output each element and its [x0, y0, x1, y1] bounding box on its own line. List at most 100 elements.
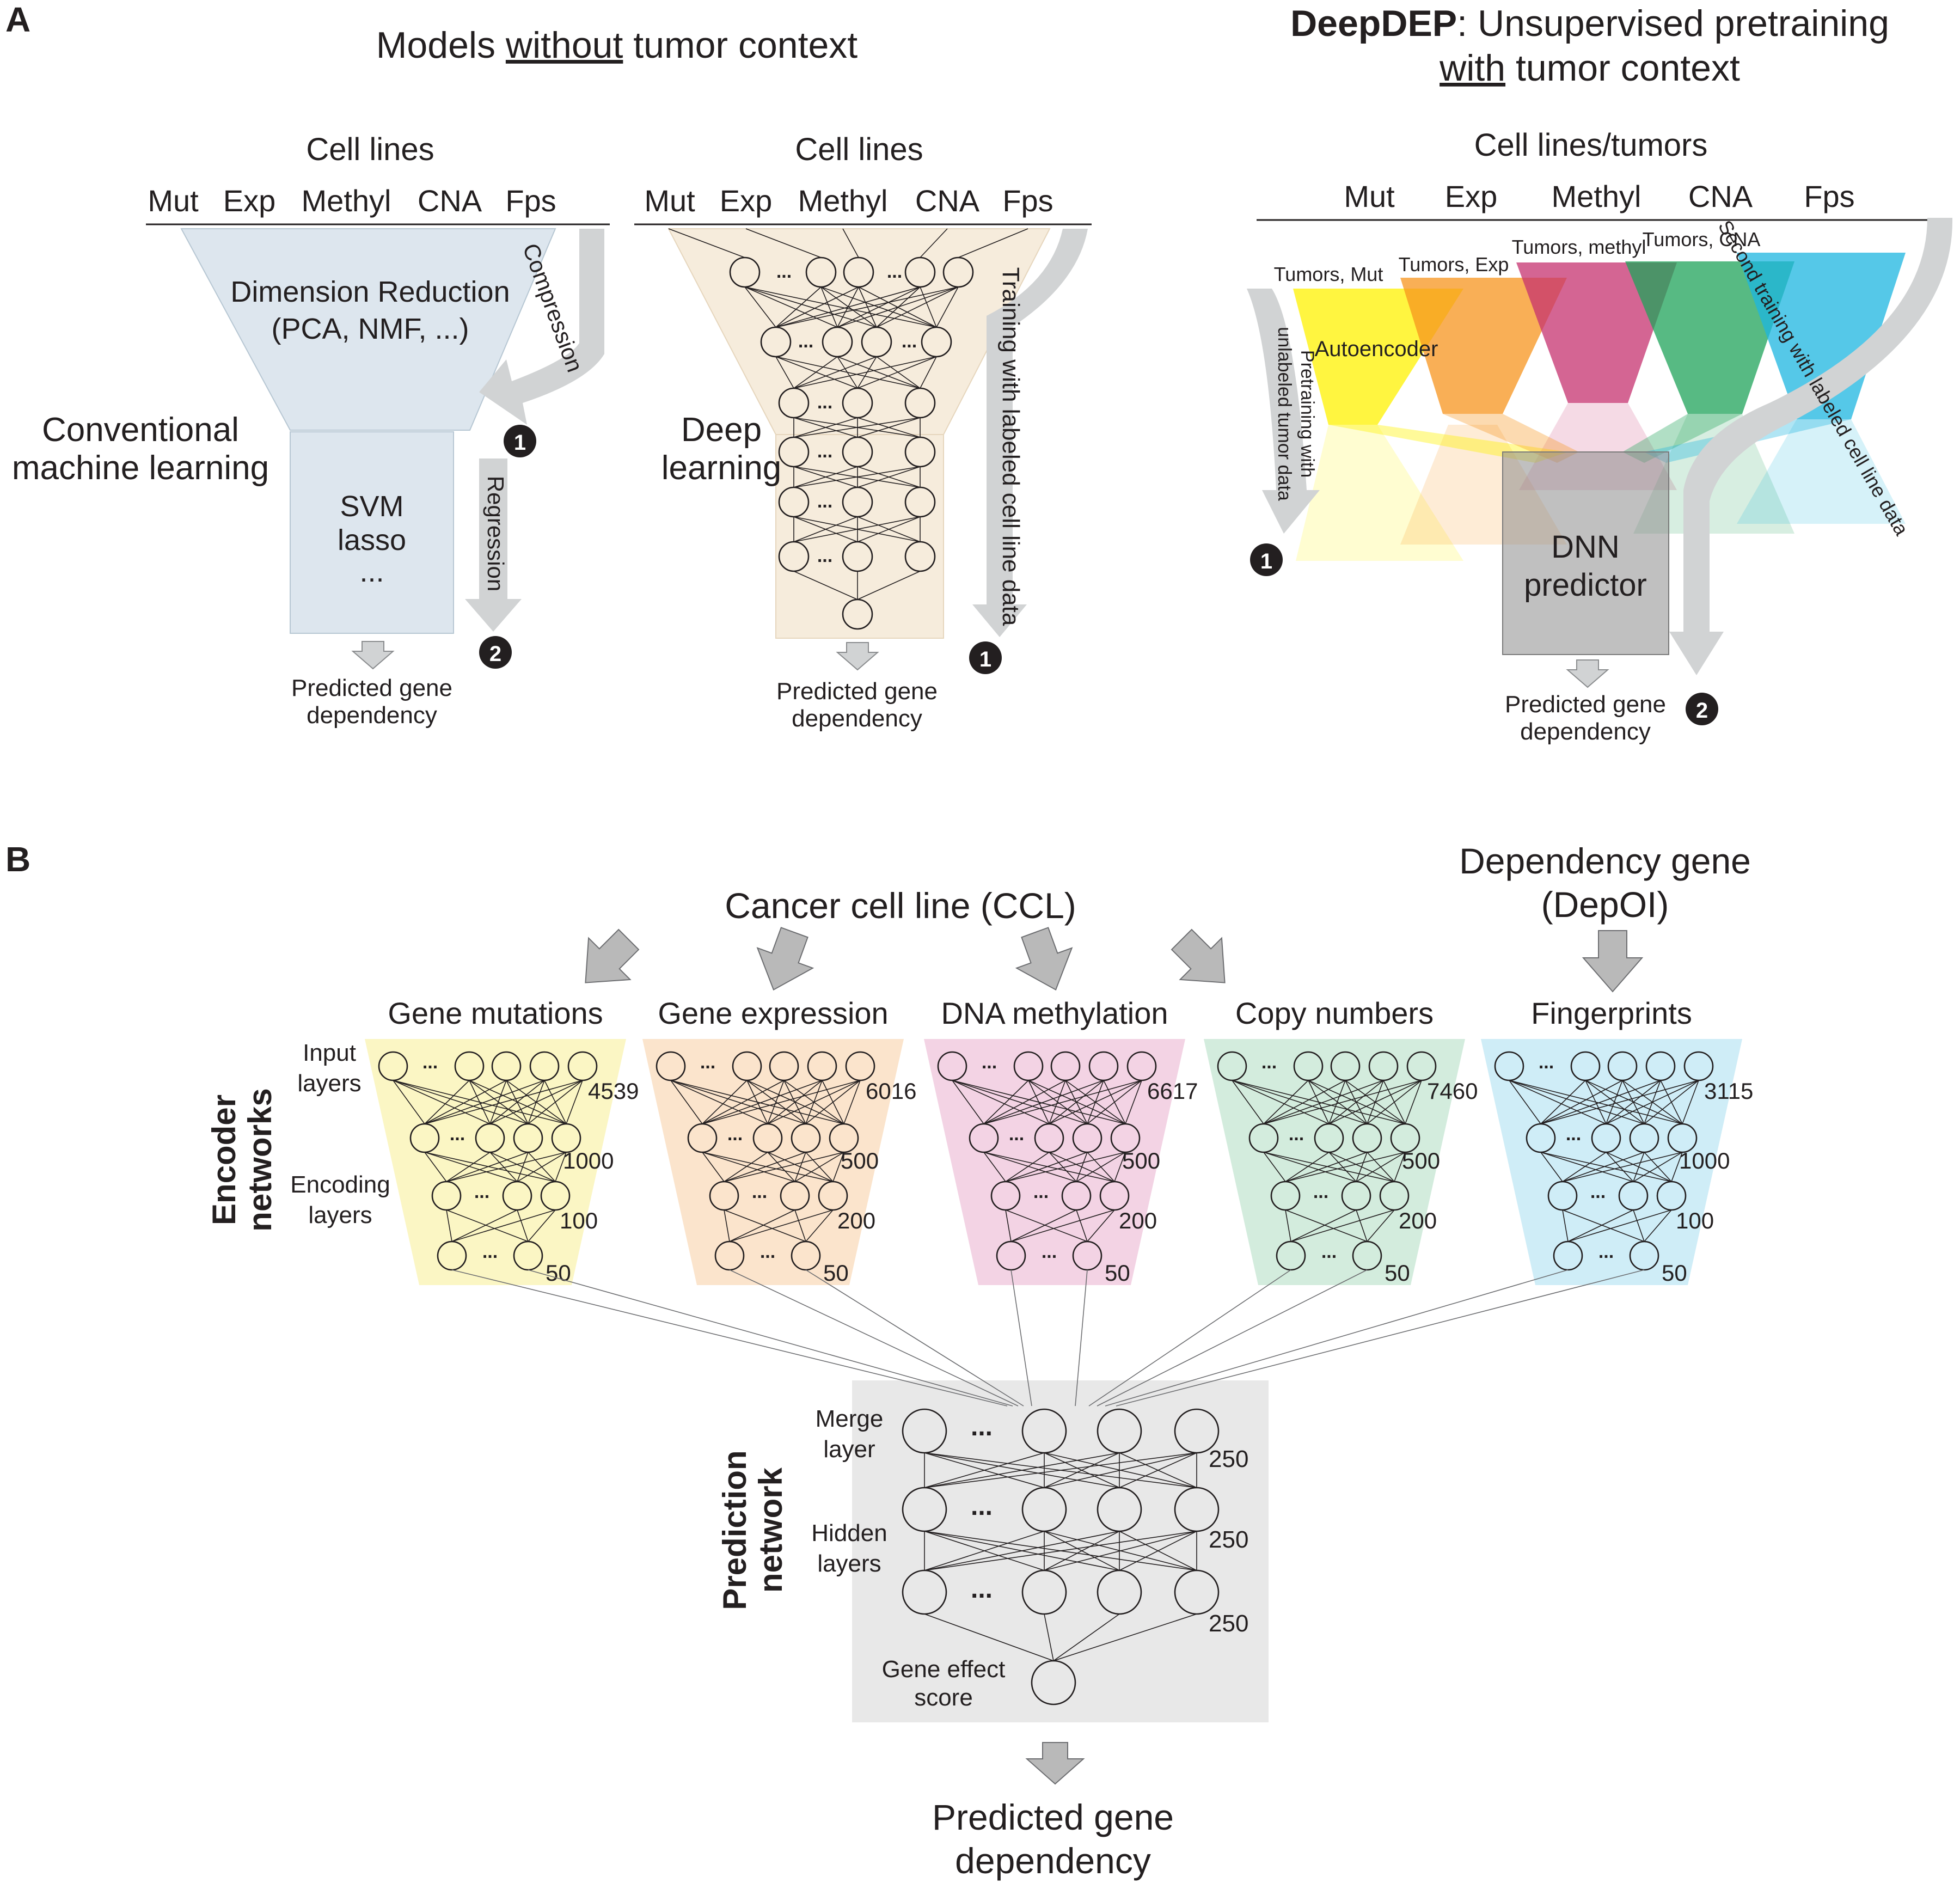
encoder-title: Copy numbers — [1235, 996, 1434, 1030]
neuron — [1368, 1051, 1399, 1081]
encoder-to-merge-connection — [729, 1269, 1019, 1407]
layer-size-label: 6617 — [1147, 1078, 1198, 1104]
network-connection — [1049, 1080, 1066, 1124]
network-connection — [1540, 1080, 1661, 1124]
neuron — [491, 1051, 522, 1081]
network-connection — [517, 1152, 567, 1182]
ellipsis-label: ... — [798, 331, 813, 352]
network-connection — [1049, 1080, 1142, 1124]
network-connection — [446, 1209, 452, 1242]
network-connection — [424, 1080, 545, 1124]
layer-size-label: 250 — [1209, 1446, 1248, 1472]
svg-text:1: 1 — [1260, 549, 1272, 573]
neuron — [732, 1051, 762, 1081]
network-connection — [1285, 1209, 1368, 1242]
network-connection — [555, 1152, 567, 1182]
deep-network: ........................ — [668, 228, 1028, 630]
network-connection — [1285, 1152, 1368, 1182]
neuron — [904, 486, 936, 518]
encoder-background — [924, 1039, 1185, 1285]
neuron — [1021, 1408, 1067, 1454]
neuron — [969, 1123, 999, 1153]
neuron — [778, 486, 810, 518]
ellipsis-label: ... — [817, 546, 832, 566]
encoder-fps — [1737, 253, 1906, 419]
compression-arrow — [479, 229, 604, 425]
neuron — [1683, 1051, 1714, 1081]
layer-size-label: 200 — [837, 1208, 875, 1233]
hidden-layers-line2: layers — [817, 1550, 881, 1577]
ellipsis-label: ... — [1261, 1052, 1277, 1073]
network-connection — [446, 1152, 491, 1182]
network-connection — [446, 1152, 529, 1182]
second-training-arrow — [1669, 218, 1953, 675]
network-connection — [1119, 1452, 1197, 1488]
network-connection — [767, 1080, 785, 1124]
compression-label: Compression — [518, 240, 588, 376]
panel-b-letter: B — [5, 840, 30, 879]
network-connection — [424, 1152, 447, 1182]
network-connection — [1633, 1152, 1683, 1182]
network-connection — [702, 1152, 725, 1182]
network-connection — [857, 516, 921, 542]
network-connection — [1562, 1152, 1607, 1182]
svg-text:2: 2 — [489, 642, 501, 666]
final-output-line2: dependency — [955, 1841, 1151, 1881]
network-connection — [983, 1080, 1029, 1124]
conventional-label-line1: Conventional — [42, 411, 239, 449]
network-connection — [702, 1080, 785, 1124]
depoi-title-line2: (DepOI) — [1541, 884, 1669, 925]
neuron — [937, 1051, 967, 1081]
network-connection — [446, 1152, 567, 1182]
network-connection — [775, 356, 858, 389]
network-connection — [857, 466, 921, 488]
network-connection — [1405, 1080, 1422, 1124]
neuron — [780, 1181, 810, 1211]
network-connection — [767, 1152, 795, 1182]
neuron — [1645, 1051, 1676, 1081]
deepdep-input-cna: CNA — [1688, 179, 1753, 213]
network-connection — [924, 1531, 1045, 1571]
neuron — [902, 1487, 947, 1532]
network-connection — [1076, 1152, 1126, 1182]
network-connection — [920, 356, 937, 389]
network-connection — [1540, 1080, 1699, 1124]
neuron — [1174, 1408, 1220, 1454]
conventional-header: Cell lines — [306, 132, 434, 167]
network-connection — [1044, 1531, 1197, 1571]
layer-size-label: 3115 — [1704, 1078, 1753, 1104]
ellipsis-label: ... — [971, 1575, 993, 1604]
ccl-arrow-to-copy-numbers — [1171, 928, 1226, 983]
network-connection — [1290, 1209, 1395, 1242]
neuron — [1126, 1051, 1157, 1081]
encoder-title: Gene mutations — [388, 996, 603, 1030]
neuron — [1097, 1569, 1142, 1615]
layer-size-label: 50 — [823, 1260, 849, 1286]
deep-label-line2: learning — [661, 449, 782, 487]
left-title: Models without tumor context — [376, 25, 858, 66]
right-title-line2: with tumor context — [1439, 47, 1740, 89]
network-connection — [1010, 1209, 1115, 1242]
network-connection — [767, 1080, 823, 1124]
model-line-svm: SVM — [340, 490, 403, 523]
network-connection — [469, 1080, 529, 1124]
network-connection — [1540, 1152, 1563, 1182]
prediction-network-bg — [852, 1380, 1269, 1722]
ellipsis-label: ... — [887, 261, 902, 282]
network-connection — [1263, 1152, 1286, 1182]
pretraining-label-line2: unlabeled tumor data — [1274, 327, 1295, 501]
ellipsis-label: ... — [971, 1492, 993, 1521]
ellipsis-label: ... — [700, 1052, 715, 1073]
network-connection — [1308, 1080, 1330, 1124]
depoi-arrow-to-fingerprints — [1582, 930, 1644, 993]
network-connection — [952, 1080, 984, 1124]
network-connection — [820, 286, 838, 328]
conventional-output-arrow — [351, 641, 395, 670]
ccl-title: Cancer cell line (CCL) — [725, 885, 1076, 926]
svg-text:2: 2 — [1696, 699, 1708, 723]
final-output-line1: Predicted gene — [932, 1797, 1174, 1837]
